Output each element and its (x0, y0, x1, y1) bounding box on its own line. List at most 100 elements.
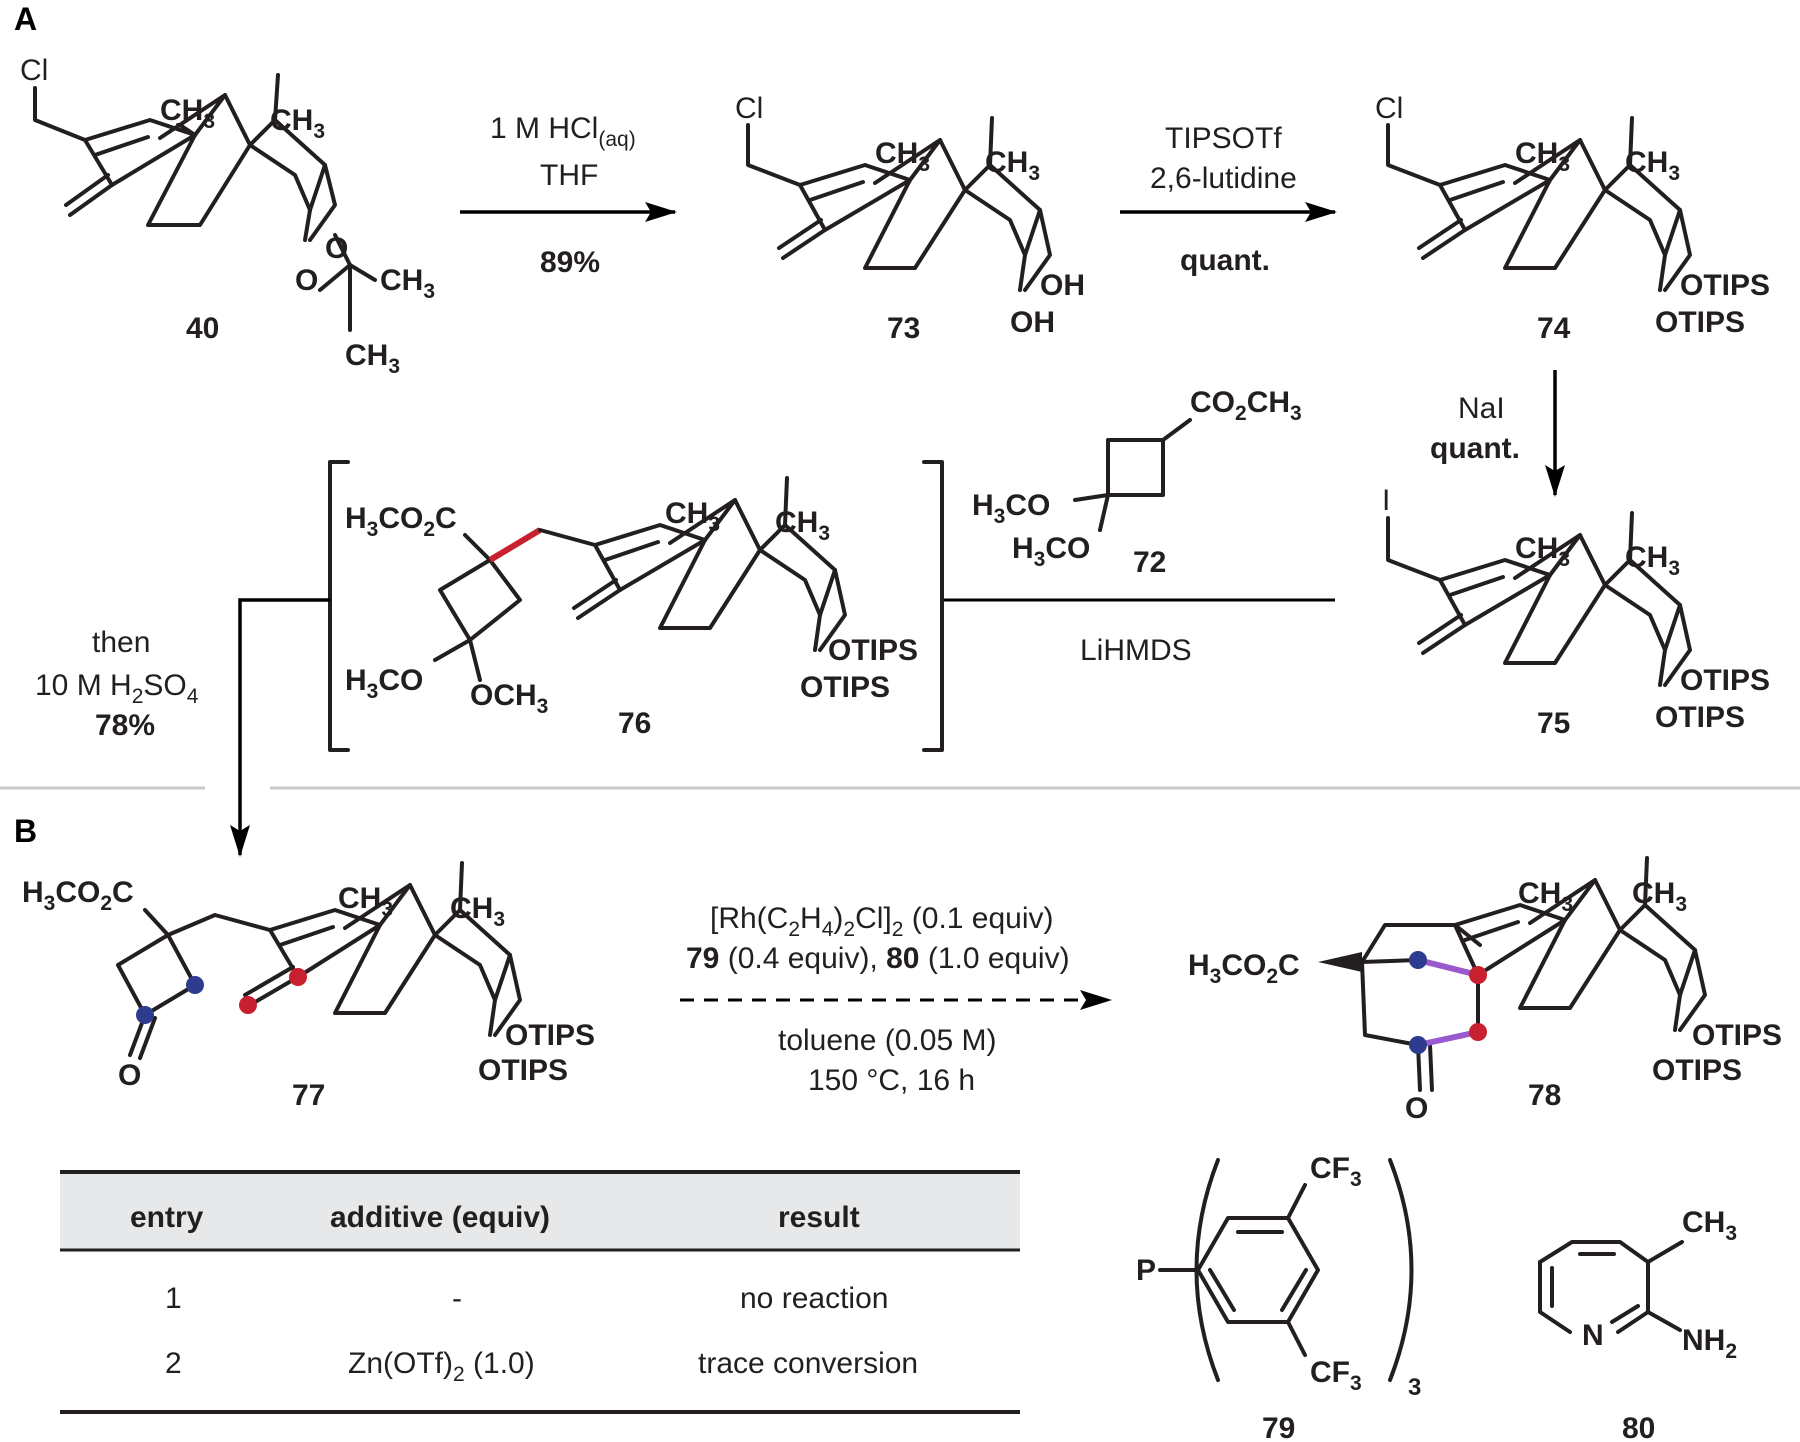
atom-marker-blue (1409, 951, 1427, 969)
atom-oh: OH (1040, 269, 1085, 302)
table-row-2-additive: Zn(OTf)2 (1.0) (348, 1347, 535, 1386)
atom-marker-blue (1409, 1036, 1427, 1054)
compound-40: Cl CH3 CH3 O O CH3 CH3 40 (20, 54, 435, 378)
atom-oh: OH (1010, 306, 1055, 339)
atom-otips: OTIPS (1680, 269, 1770, 302)
table-row-2-entry: 2 (165, 1347, 182, 1380)
atom-och3: OCH3 (470, 679, 548, 718)
atom-marker-red (289, 968, 307, 986)
atom-n: N (1582, 1319, 1604, 1352)
new-bond-purple (1417, 957, 1479, 978)
compound-label-75: 75 (1537, 707, 1570, 740)
atom-nh2: NH2 (1682, 1324, 1737, 1363)
step5-acid: 10 M H2SO4 (35, 669, 199, 708)
table-header-bg (60, 1174, 1020, 1250)
atom-ch3: CH3 (1632, 877, 1687, 916)
table-header-entry: entry (130, 1201, 204, 1234)
step6-solvent: toluene (0.05 M) (778, 1024, 996, 1057)
compound-label-79: 79 (1262, 1412, 1295, 1442)
compound-label-72: 72 (1133, 546, 1166, 579)
atom-marker-red (1469, 966, 1487, 984)
atom-marker-blue (136, 1006, 154, 1024)
atom-o: O (1405, 1092, 1428, 1125)
step3-yield: quant. (1430, 432, 1520, 465)
atom-ch3: CH3 (985, 146, 1040, 185)
atom-i: I (1382, 484, 1390, 517)
atom-h3co: H3CO (1012, 532, 1090, 571)
compound-80: N CH3 NH2 80 (1538, 1206, 1737, 1442)
atom-ch3: CH3 (270, 104, 325, 143)
atom-ch3: CH3 (1515, 137, 1570, 176)
atom-ch3: CH3 (380, 264, 435, 303)
compound-label-76: 76 (618, 707, 651, 740)
atom-h3co2c: H3CO2C (1188, 949, 1300, 988)
compound-76-bracket: H3CO2C H3CO OCH3 CH3 CH3 OTIPS OTIPS 76 (328, 460, 944, 752)
reaction-arrow-5 (230, 598, 330, 857)
atom-ch3: CH3 (1625, 541, 1680, 580)
step5-yield: 78% (95, 709, 155, 742)
atom-h3co: H3CO (972, 489, 1050, 528)
atom-ch3: CH3 (338, 882, 393, 921)
new-bond-red (488, 527, 542, 563)
table-row-2-result: trace conversion (698, 1347, 918, 1380)
compound-72: CO2CH3 H3CO H3CO 72 (972, 386, 1302, 579)
step1-reagent: 1 M HCl(aq) (490, 112, 636, 151)
atom-o: O (295, 264, 318, 297)
table-row-1-entry: 1 (165, 1282, 182, 1315)
table-row-1-result: no reaction (740, 1282, 888, 1315)
atom-marker-red (239, 996, 257, 1014)
compound-label-40: 40 (186, 312, 219, 345)
atom-marker-red (1469, 1023, 1487, 1041)
atom-ch3: CH3 (1518, 877, 1573, 916)
atom-ch3: CH3 (160, 94, 215, 133)
atom-o: O (325, 232, 348, 265)
atom-ch3: CH3 (1682, 1206, 1737, 1245)
atom-cl: Cl (20, 54, 48, 87)
new-bond-purple (1417, 1029, 1479, 1048)
atom-cl: Cl (1375, 92, 1403, 125)
wedge-bond (1318, 952, 1362, 972)
table-header-additive: additive (equiv) (330, 1201, 550, 1234)
panel-a-label: A (14, 1, 37, 37)
compound-77: H3CO2C O CH3 CH3 OTIPS OTIPS 77 (22, 861, 595, 1112)
step5-then: then (92, 626, 150, 659)
step2-reagent: TIPSOTf (1165, 122, 1282, 155)
atom-h3co2c: H3CO2C (22, 876, 134, 915)
compound-label-73: 73 (887, 312, 920, 345)
atom-ch3: CH3 (1625, 146, 1680, 185)
atom-cf3: CF3 (1310, 1356, 1362, 1395)
compound-label-74: 74 (1537, 312, 1571, 345)
compound-78: H3CO2C O CH3 CH3 OTIPS OTIPS 78 (1188, 856, 1782, 1125)
atom-otips: OTIPS (1692, 1019, 1782, 1052)
atom-cl: Cl (735, 92, 763, 125)
atom-ch3: CH3 (1515, 532, 1570, 571)
step6-temp: 150 °C, 16 h (808, 1064, 975, 1097)
atom-ch3: CH3 (450, 892, 505, 931)
compound-73: Cl CH3 CH3 OH OH 73 (735, 92, 1085, 345)
atom-ch3: CH3 (775, 506, 830, 545)
step4-base: LiHMDS (1080, 634, 1192, 667)
atom-ch3: CH3 (345, 339, 400, 378)
step1-solvent: THF (540, 159, 598, 192)
table-row-1-additive: - (452, 1282, 462, 1315)
atom-ch3: CH3 (665, 497, 720, 536)
atom-co2ch3: CO2CH3 (1190, 386, 1302, 425)
atom-otips: OTIPS (800, 671, 890, 704)
table-header-result: result (778, 1201, 860, 1234)
atom-h3co: H3CO (345, 664, 423, 703)
atom-otips: OTIPS (478, 1054, 568, 1087)
atom-h3co2c: H3CO2C (345, 502, 457, 541)
step6-ligand-additive: 79 (0.4 equiv), 80 (1.0 equiv) (686, 942, 1070, 975)
step6-catalyst: [Rh(C2H4)2Cl]2 (0.1 equiv) (710, 902, 1054, 941)
compound-75: I CH3 CH3 OTIPS OTIPS 75 (1382, 484, 1770, 740)
atom-otips: OTIPS (1655, 306, 1745, 339)
step1-yield: 89% (540, 246, 600, 279)
atom-otips: OTIPS (1680, 664, 1770, 697)
atom-otips: OTIPS (1655, 701, 1745, 734)
atom-otips: OTIPS (505, 1019, 595, 1052)
compound-label-80: 80 (1622, 1412, 1655, 1442)
atom-marker-blue (186, 976, 204, 994)
panel-b-label: B (14, 813, 37, 849)
atom-otips: OTIPS (828, 634, 918, 667)
